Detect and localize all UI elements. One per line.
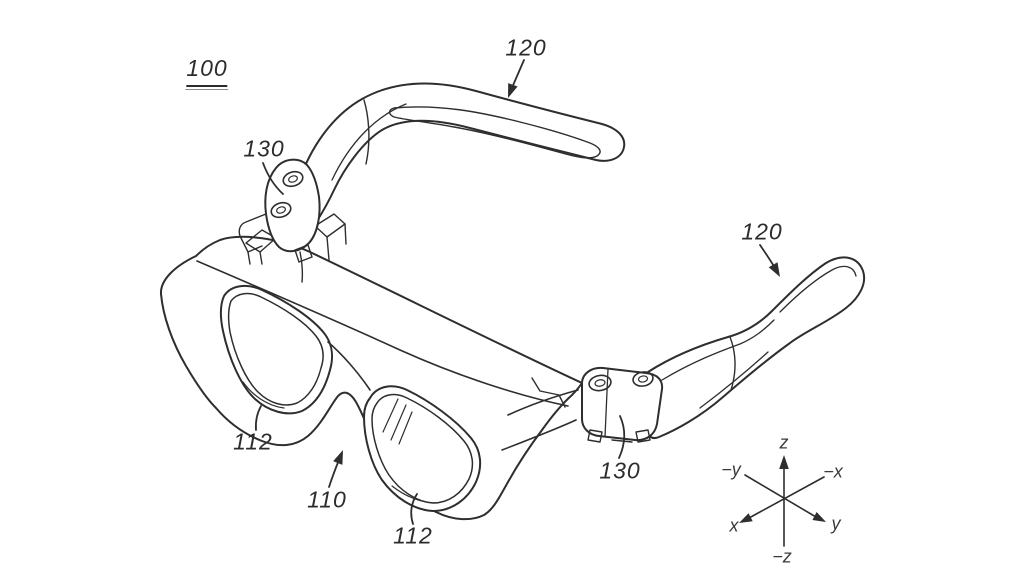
ref-label-120-top: 120 [505, 34, 547, 61]
axis-y-line [744, 474, 817, 518]
right-temple-contour-lower [699, 351, 769, 409]
frame-topface-edge [196, 260, 569, 407]
right-lens-rim-inner [371, 393, 474, 504]
axis-label-neg-y: −y [721, 459, 741, 480]
frame-front [159, 213, 583, 521]
bridge-top-edge [327, 341, 371, 391]
axis-y-arrowhead [812, 512, 826, 522]
arrowhead-120-right [768, 262, 780, 277]
left-hinge-screw-top [282, 170, 304, 188]
leader-112-left [254, 405, 262, 431]
right-temple-contour-tip [779, 265, 857, 313]
left-hinge [238, 158, 321, 265]
right-hinge-block [581, 366, 664, 442]
ref-label-100: 100 [185, 55, 230, 90]
left-temple-contour [331, 103, 407, 181]
ref-label-130-right: 130 [599, 457, 641, 484]
right-temple-contour-upper [661, 319, 775, 381]
right-hinge-screw-right [632, 371, 654, 387]
frame-outline [159, 235, 583, 521]
left-lens-shadow [242, 381, 285, 409]
frame-endpiece-step [531, 377, 566, 408]
axis-label-y: y [831, 513, 841, 534]
arrowhead-120-top [508, 83, 518, 98]
arrowhead-110 [333, 450, 343, 465]
leader-120-right [759, 244, 776, 269]
reference-leaders [254, 59, 780, 525]
right-temple-seam [729, 336, 736, 391]
leader-130-right [618, 415, 626, 459]
left-temple-outline [297, 82, 626, 222]
endpiece-upper-line [507, 389, 579, 416]
right-lens-reflection [382, 398, 413, 445]
ref-label-120-right: 120 [741, 218, 783, 245]
left-hinge-block [264, 158, 321, 253]
leader-130-left [262, 162, 284, 195]
ref-label-110: 110 [307, 486, 347, 513]
axis-x-line [748, 476, 825, 519]
left-hinge-tabs [238, 213, 313, 265]
leader-112-right [410, 493, 418, 525]
axis-label-x: x [729, 515, 739, 536]
endpiece-lower-line [501, 419, 577, 451]
left-temple-slot [388, 106, 601, 159]
right-temple-outline [646, 256, 865, 440]
right-hinge-panel-seam [604, 368, 609, 438]
right-hinge-tabs [587, 429, 651, 443]
ref-label-130-left: 130 [243, 135, 285, 162]
axis-x-arrowhead [739, 513, 753, 523]
left-lens-rim-outer [219, 284, 333, 415]
left-temple-seam [363, 99, 370, 165]
axes-indicator [739, 455, 826, 547]
right-temple [646, 256, 865, 440]
ref-100-text: 100 [185, 55, 230, 90]
left-lens-rim-inner [227, 292, 324, 406]
axis-label-neg-z: −z [772, 546, 792, 567]
left-temple [297, 82, 626, 222]
right-hinge [581, 366, 664, 443]
right-hinge-screw-left [588, 374, 612, 392]
axis-z-arrowhead [779, 455, 789, 469]
axis-label-z: z [779, 432, 789, 453]
ref-label-112-right: 112 [393, 522, 433, 549]
left-hinge-screw-bottom [270, 201, 292, 219]
ref-label-112-left: 112 [233, 428, 273, 455]
leader-110 [328, 459, 340, 488]
axis-label-neg-x: −x [823, 461, 843, 482]
